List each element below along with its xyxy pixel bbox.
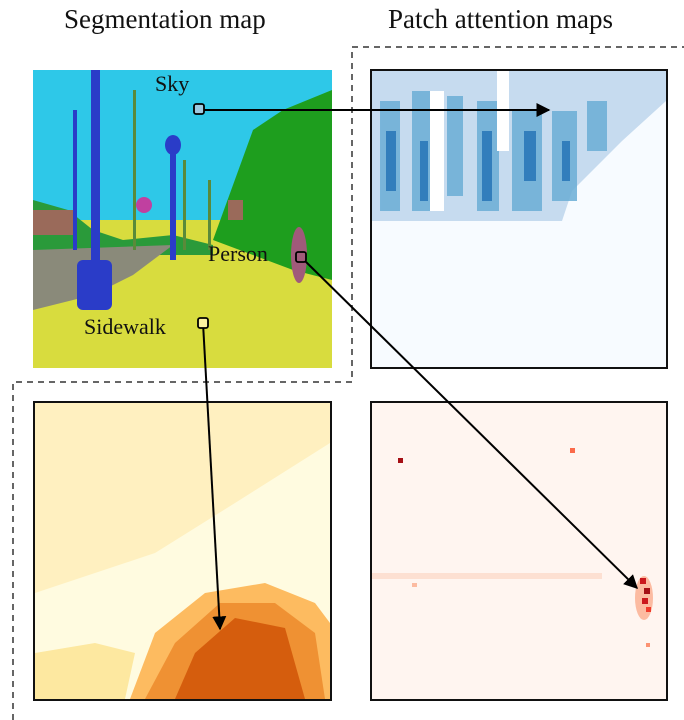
person-heatmap [372,448,653,647]
building-region [33,210,73,235]
sky-attention-map [370,69,668,369]
sidewalk-heatmap [35,403,330,699]
sky-heatmap [372,71,666,221]
sidewalk-arrow [202,322,227,631]
lamp-pole-1 [91,70,100,270]
segmentation-map-title: Segmentation map [64,4,266,34]
lamp-pole-3 [73,110,77,250]
tree-trunk-2 [183,160,186,250]
sidewalk-attention-map [33,401,332,701]
tree-trunk-1 [133,90,136,250]
building-region-2 [228,200,243,220]
segmentation-map-image: Sky Person Sidewalk [33,70,332,368]
traffic-sign [136,197,152,213]
person-label: Person [208,241,268,266]
sidewalk-marker [197,317,209,329]
person-marker [295,251,307,263]
dashed-group-boundary [12,46,684,720]
lamp-pole-2 [170,140,176,260]
lamp-base-1 [77,260,112,310]
sky-label: Sky [155,71,190,96]
sidewalk-label: Sidewalk [84,314,166,339]
person-attention-map [370,401,668,701]
background-trees [33,200,213,255]
sky-marker [193,103,205,115]
tree-trunk-3 [208,180,211,250]
person-arrow [301,257,638,589]
attention-maps-title: Patch attention maps [388,4,613,34]
lamp-head-2 [165,135,181,155]
segmentation-scene [33,70,332,368]
